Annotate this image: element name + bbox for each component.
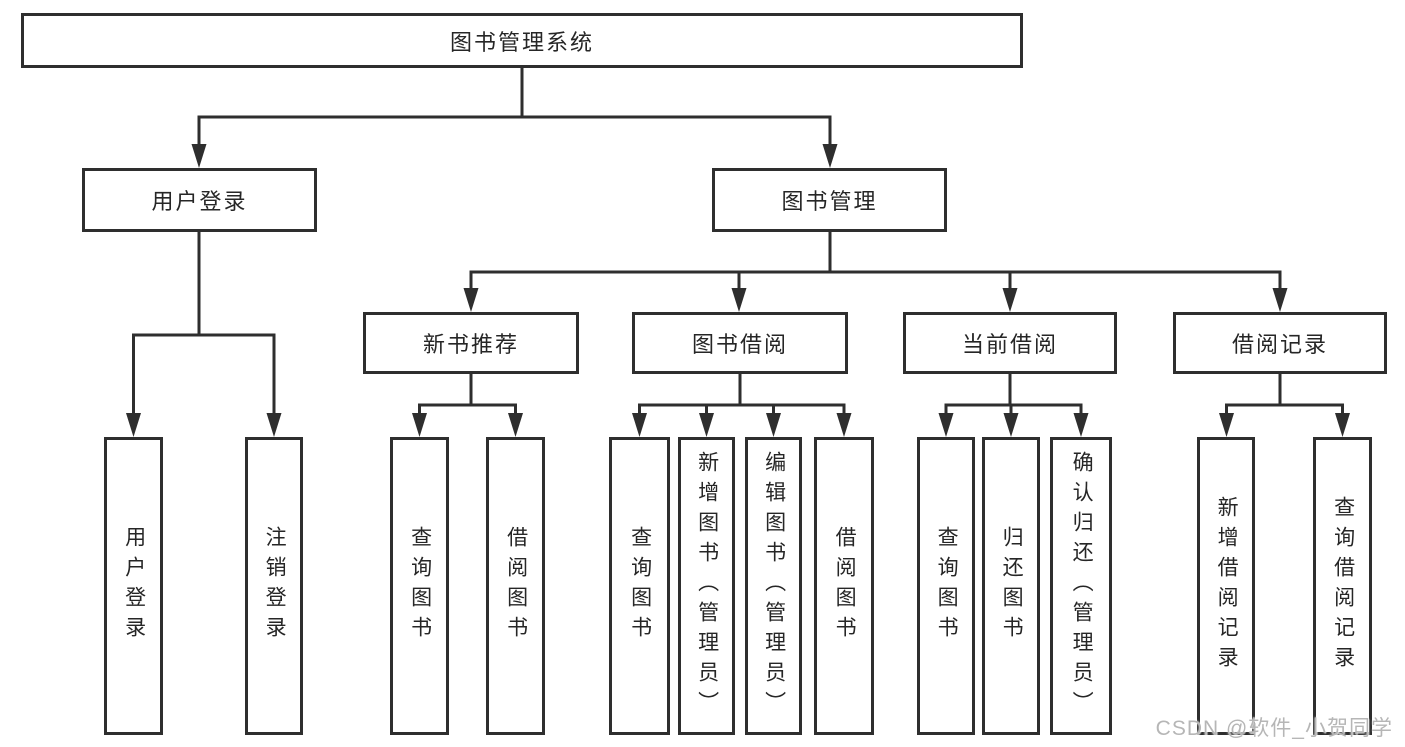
node-book-borrowing: 图书借阅 (632, 312, 848, 374)
node-new-book-recommendation: 新书推荐 (363, 312, 579, 374)
leaf-return-books: 归还图书 (982, 437, 1040, 735)
leaf-query-books-current-label: 查询图书 (935, 526, 959, 646)
leaf-borrow-books-recommend: 借阅图书 (486, 437, 545, 735)
node-user-login: 用户登录 (82, 168, 317, 232)
leaf-add-borrow-record-label: 新增借阅记录 (1215, 496, 1239, 676)
watermark: CSDN @软件_小贺同学 (1155, 717, 1393, 740)
leaf-add-borrow-record: 新增借阅记录 (1197, 437, 1255, 735)
node-book-borrowing-label: 图书借阅 (691, 332, 788, 357)
leaf-logout-label: 注销登录 (263, 526, 287, 646)
node-book-management: 图书管理 (712, 168, 947, 232)
leaf-edit-books-admin-label: 编辑图书（管理员） (762, 451, 786, 721)
leaf-add-books-admin: 新增图书（管理员） (678, 437, 735, 735)
leaf-query-books-recommend-label: 查询图书 (408, 526, 432, 646)
leaf-query-books-borrow: 查询图书 (609, 437, 670, 735)
leaf-query-books-recommend: 查询图书 (390, 437, 449, 735)
leaf-confirm-return-admin: 确认归还（管理员） (1050, 437, 1112, 735)
leaf-add-books-admin-label: 新增图书（管理员） (695, 451, 719, 721)
leaf-query-borrow-record: 查询借阅记录 (1313, 437, 1372, 735)
leaf-borrow-books: 借阅图书 (814, 437, 874, 735)
leaf-query-books-current: 查询图书 (917, 437, 975, 735)
node-library-management-system: 图书管理系统 (21, 13, 1023, 68)
leaf-edit-books-admin: 编辑图书（管理员） (745, 437, 802, 735)
leaf-borrow-books-recommend-label: 借阅图书 (504, 526, 528, 646)
node-borrowing-records-label: 借阅记录 (1231, 332, 1328, 357)
node-book-management-label: 图书管理 (781, 189, 878, 214)
leaf-return-books-label: 归还图书 (1000, 526, 1024, 646)
node-library-management-system-label: 图书管理系统 (449, 29, 594, 55)
leaf-confirm-return-admin-label: 确认归还（管理员） (1070, 451, 1094, 721)
node-current-borrowing: 当前借阅 (903, 312, 1117, 374)
node-user-login-label: 用户登录 (151, 189, 248, 214)
node-new-book-recommendation-label: 新书推荐 (422, 332, 519, 357)
leaf-user-login: 用户登录 (104, 437, 163, 735)
leaf-borrow-books-label: 借阅图书 (833, 526, 857, 646)
leaf-query-books-borrow-label: 查询图书 (628, 526, 652, 646)
node-current-borrowing-label: 当前借阅 (961, 332, 1058, 357)
leaf-logout: 注销登录 (245, 437, 303, 735)
node-borrowing-records: 借阅记录 (1173, 312, 1387, 374)
leaf-query-borrow-record-label: 查询借阅记录 (1331, 496, 1355, 676)
leaf-user-login-label: 用户登录 (122, 526, 146, 646)
